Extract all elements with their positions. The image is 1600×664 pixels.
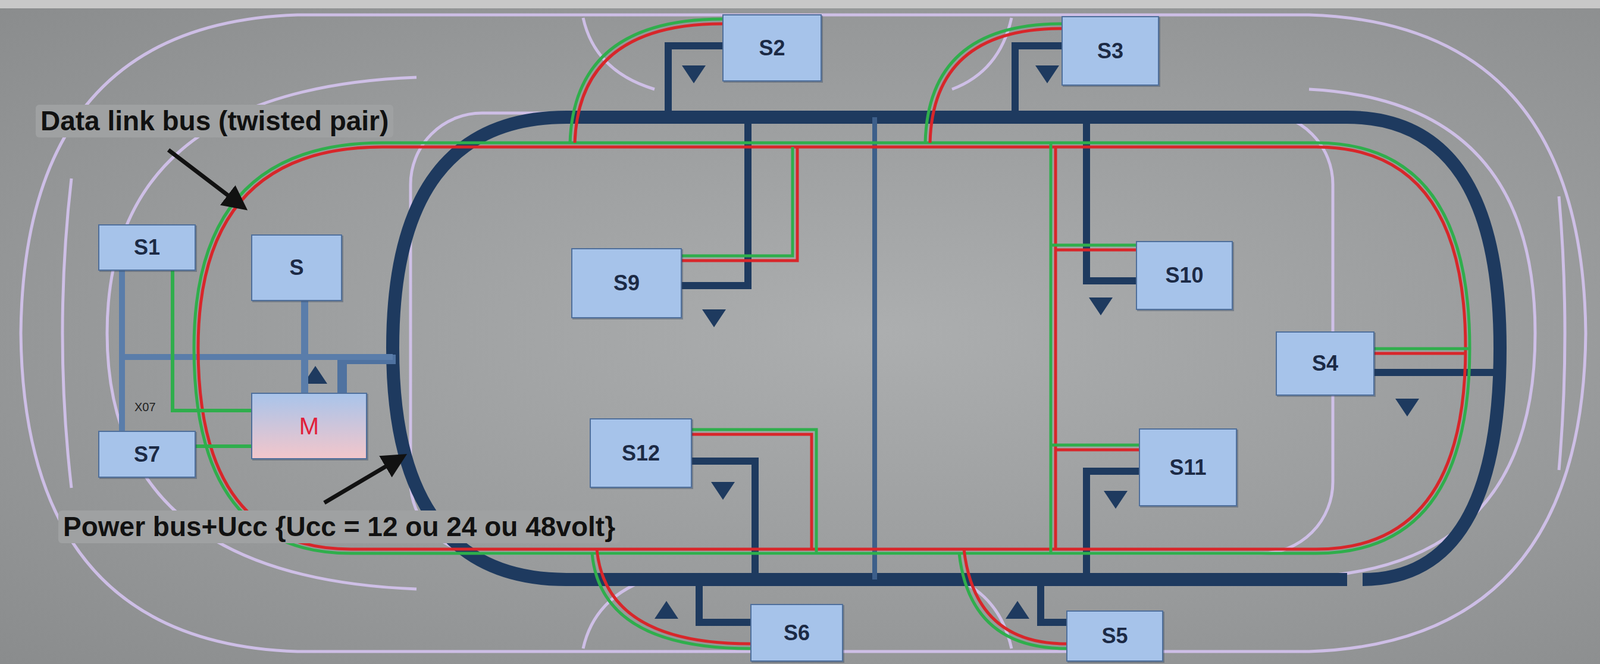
car-outline	[20, 14, 1586, 652]
node-label: S11	[1169, 455, 1207, 481]
module-box: S9	[571, 248, 682, 319]
power-stubs	[668, 45, 1501, 623]
node-label: S10	[1165, 262, 1204, 288]
node-label: S2	[758, 35, 785, 61]
callout-arrow	[168, 149, 241, 206]
module-box: S5	[1066, 610, 1164, 662]
module-box: S10	[1135, 240, 1233, 311]
node-label: S3	[1097, 38, 1124, 64]
node-label: S5	[1101, 623, 1128, 649]
module-box: S11	[1138, 428, 1238, 507]
node-label: S1	[133, 235, 161, 261]
motor-box: M	[251, 392, 368, 460]
module-box: S1	[98, 224, 196, 271]
module-box: S3	[1061, 16, 1160, 86]
bus-connector	[195, 444, 252, 449]
callout-label: Data link bus (twisted pair)	[35, 104, 394, 138]
node-label: M	[299, 412, 319, 440]
module-box: S	[251, 234, 343, 302]
power-bus-crossbar	[872, 117, 878, 580]
module-box: S12	[589, 418, 693, 488]
motor-power-feed	[342, 359, 396, 393]
left-power-link	[120, 354, 393, 360]
callout-label: Power bus+Ucc {Ucc = 12 ou 24 ou 48volt}	[58, 510, 621, 544]
node-label: S12	[621, 440, 660, 466]
bus-connector	[301, 301, 309, 393]
module-box: S2	[722, 14, 822, 82]
node-label: S9	[613, 270, 640, 296]
top-band	[0, 0, 1600, 9]
node-label: S	[289, 255, 304, 281]
node-label: S4	[1312, 351, 1339, 377]
bus-connector	[119, 270, 125, 431]
callout-arrow	[324, 458, 400, 503]
node-label: S7	[133, 442, 161, 468]
module-box: S4	[1275, 331, 1375, 396]
node-label: S6	[783, 620, 810, 646]
module-box: S6	[750, 603, 844, 662]
module-box: S7	[98, 430, 196, 478]
bus-connector	[172, 270, 252, 411]
connector-tag: X07	[134, 399, 156, 415]
